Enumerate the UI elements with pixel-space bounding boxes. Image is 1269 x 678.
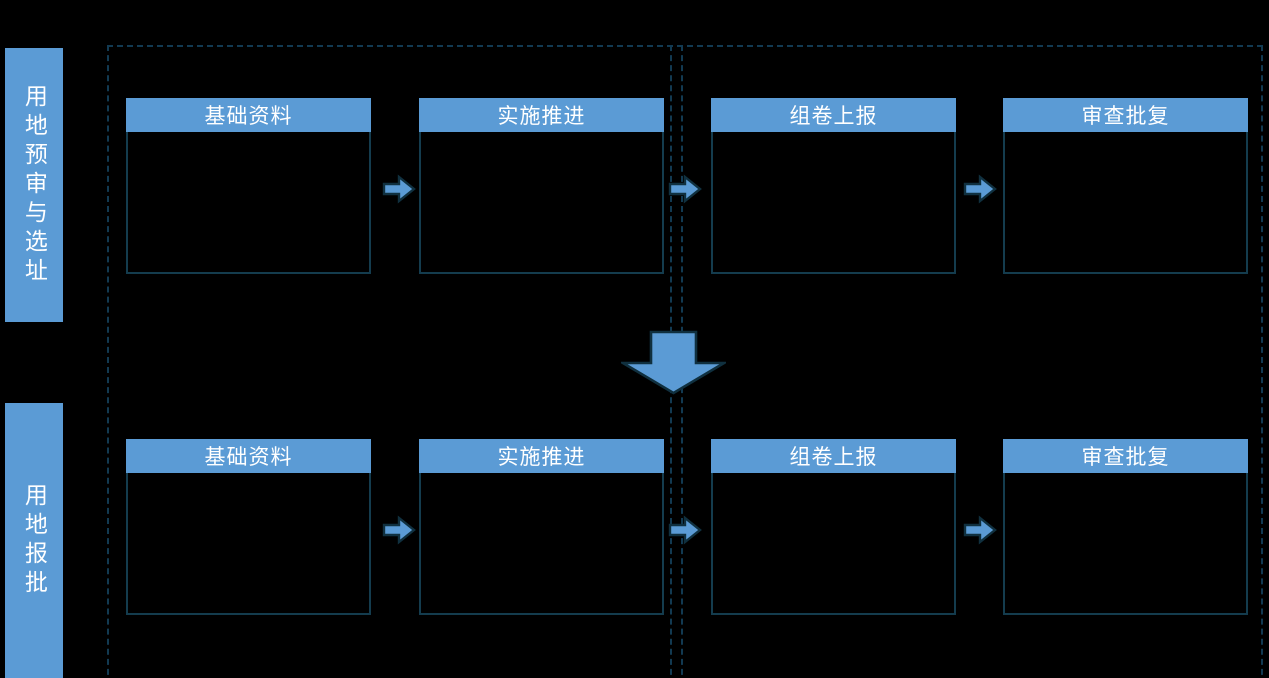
card-basic-data-row2[interactable]: 基础资料 <box>126 439 371 615</box>
card-header: 基础资料 <box>126 98 371 132</box>
arrow-right-icon <box>668 513 702 547</box>
card-implementation-row1[interactable]: 实施推进 <box>419 98 664 274</box>
card-review-reply-row2[interactable]: 审查批复 <box>1003 439 1248 615</box>
arrow-down-icon <box>621 330 726 395</box>
card-header: 实施推进 <box>419 98 664 132</box>
lane-label-bottom-text: 用地报批 <box>21 482 48 599</box>
arrow-right-icon <box>382 513 416 547</box>
arrow-right-icon <box>382 172 416 206</box>
card-body[interactable] <box>419 473 664 615</box>
card-implementation-row2[interactable]: 实施推进 <box>419 439 664 615</box>
card-header: 实施推进 <box>419 439 664 473</box>
card-basic-data-row1[interactable]: 基础资料 <box>126 98 371 274</box>
lane-label-bottom: 用地报批 <box>5 403 63 678</box>
card-body[interactable] <box>1003 132 1248 274</box>
card-compile-submit-row2[interactable]: 组卷上报 <box>711 439 956 615</box>
card-body[interactable] <box>711 132 956 274</box>
card-header: 审查批复 <box>1003 98 1248 132</box>
card-header: 组卷上报 <box>711 98 956 132</box>
arrow-right-icon <box>963 513 997 547</box>
card-header: 基础资料 <box>126 439 371 473</box>
lane-label-top-text: 用地预审与选址 <box>21 83 48 287</box>
card-review-reply-row1[interactable]: 审查批复 <box>1003 98 1248 274</box>
card-compile-submit-row1[interactable]: 组卷上报 <box>711 98 956 274</box>
card-body[interactable] <box>419 132 664 274</box>
card-body[interactable] <box>1003 473 1248 615</box>
card-header: 审查批复 <box>1003 439 1248 473</box>
card-body[interactable] <box>126 132 371 274</box>
arrow-right-icon <box>668 172 702 206</box>
lane-label-top: 用地预审与选址 <box>5 48 63 322</box>
card-body[interactable] <box>711 473 956 615</box>
card-header: 组卷上报 <box>711 439 956 473</box>
card-body[interactable] <box>126 473 371 615</box>
arrow-right-icon <box>963 172 997 206</box>
